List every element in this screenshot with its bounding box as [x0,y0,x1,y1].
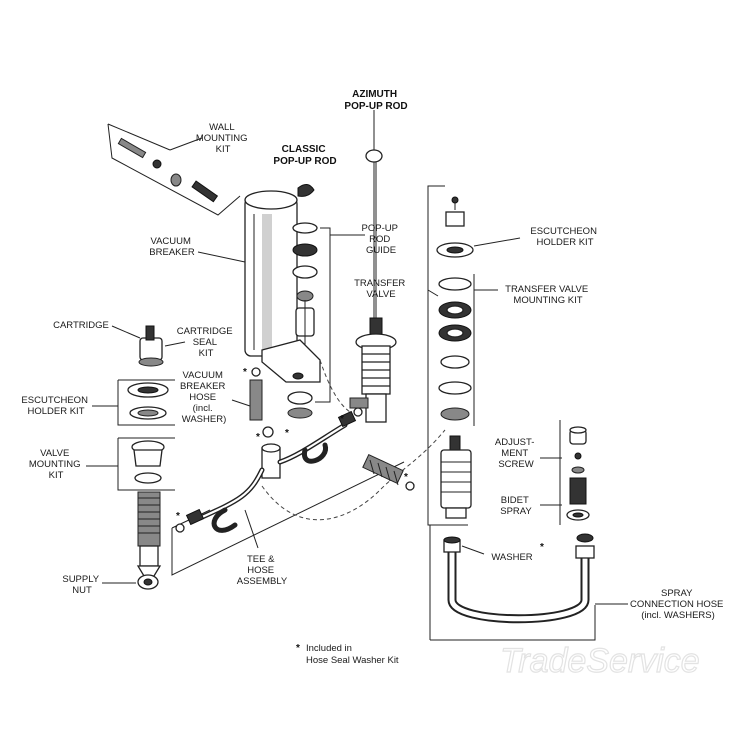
tee-hose-assembly-parts [171,407,405,576]
valve-mounting-parts [117,437,175,491]
bidet-spray-label: BIDET SPRAY [500,495,532,517]
spray-connection-hose-label: SPRAY CONNECTION HOSE (incl. WASHERS) [630,588,726,621]
wall-mounting-kit-label: WALL MOUNTING KIT [196,122,250,155]
transfer-valve-mounting-kit-label: TRANSFER VALVE MOUNTING KIT [505,284,591,306]
supply-stem [136,491,162,590]
spray-connection-hose-part [443,533,595,624]
vacuum-breaker-hose-label: VACUUM BREAKER HOSE (incl. WASHER) [180,370,228,425]
vacuum-breaker-label: VACUUM BREAKER [149,236,195,258]
bidet-spray-parts [559,420,590,525]
star-marker-4: * [340,414,344,425]
star-marker-3: * [285,428,289,439]
adjustment-screw-label: ADJUST- MENT SCREW [495,437,537,470]
footnote-text: Included in Hose Seal Washer Kit [306,643,399,666]
cartridge-part [138,325,164,367]
left-escutcheon-parts [117,379,175,426]
star-marker-1: * [243,367,247,378]
escutcheon-holder-kit-right-label: ESCUTCHEON HOLDER KIT [530,226,599,248]
valve-mounting-kit-label: VALVE MOUNTING KIT [29,448,83,481]
cartridge-seal-kit-label: CARTRIDGE SEAL KIT [177,326,235,359]
popup-rod-guide-stack [287,184,318,419]
vacuum-breaker-body [244,190,321,383]
footnote-star: * [296,643,300,654]
classic-label: CLASSIC POP-UP ROD [273,144,336,167]
star-marker-2: * [256,432,260,443]
escutcheon-holder-kit-left-label: ESCUTCHEON HOLDER KIT [21,395,90,417]
star-marker-5: * [176,511,180,522]
washer-star: * [540,542,544,553]
azimuth-label: AZIMUTH POP-UP ROD [344,89,407,112]
azimuth-popup-rod [365,149,383,330]
vacuum-breaker-hose-part [249,367,274,438]
cartridge-label: CARTRIDGE [53,320,109,331]
watermark-text: TradeService [500,642,700,680]
transfer-valve-stack [436,196,475,519]
supply-nut-label: SUPPLY NUT [62,574,101,596]
popup-rod-guide-label: POP-UP ROD GUIDE [362,223,401,256]
wall-mounting-kit-parts [107,123,241,216]
side-stem [362,453,415,491]
star-marker-6: * [404,472,408,483]
center-valve-body [349,317,397,423]
transfer-valve-label: TRANSFER VALVE [354,278,408,300]
tee-hose-assembly-label: TEE & HOSE ASSEMBLY [237,554,288,587]
washer-label: WASHER [491,552,532,563]
